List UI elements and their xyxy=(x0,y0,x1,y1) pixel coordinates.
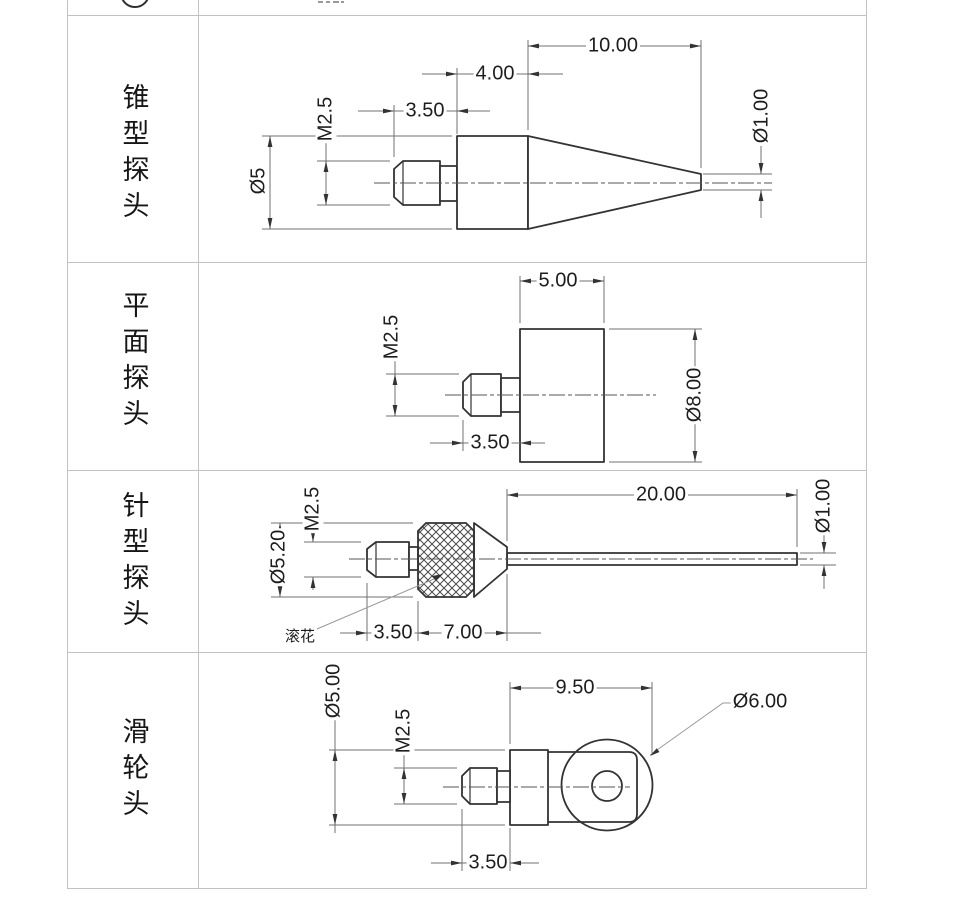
axle-hole xyxy=(591,770,623,802)
dimension-arrows xyxy=(332,685,660,866)
row-label-cone-probe: 锥型探头 xyxy=(118,83,149,227)
dim-flat-body-dia: Ø8.00 xyxy=(683,365,706,425)
cone-probe-drawing xyxy=(262,40,772,230)
dim-needle-collar-dia: Ø5.20 xyxy=(267,527,290,587)
dim-roller-head-length: 9.50 xyxy=(553,676,597,699)
dim-flat-thread-length: 3.50 xyxy=(468,431,512,454)
dim-cone-length: 10.00 xyxy=(585,34,641,57)
row-label-needle-probe: 针型探头 xyxy=(118,491,149,635)
dim-needle-thread-length: 3.50 xyxy=(371,621,415,644)
dim-needle-collar-length: 7.00 xyxy=(441,621,485,644)
dim-cone-tip-dia: Ø1.00 xyxy=(750,86,773,146)
wheel-leader-line xyxy=(649,702,737,756)
roller-head-drawing xyxy=(329,682,737,871)
dim-flat-body-length: 5.00 xyxy=(536,269,580,292)
dim-needle-thread-spec: M2.5 xyxy=(301,484,324,534)
knurled-grip xyxy=(417,522,475,598)
dim-cone-body-dia: Ø5 xyxy=(247,165,270,197)
table-grid xyxy=(67,0,867,889)
knurl-annotation: 滚花 xyxy=(284,628,316,646)
dim-needle-dia: Ø1.00 xyxy=(812,476,835,536)
dim-needle-length: 20.00 xyxy=(633,483,689,506)
dimension-arrows xyxy=(267,43,764,229)
row-label-flat-probe: 平面探头 xyxy=(118,291,149,435)
dimension-arrows xyxy=(392,278,698,462)
dim-roller-body-dia: Ø5.00 xyxy=(322,661,345,721)
dim-cone-body-length: 4.00 xyxy=(473,62,517,85)
knurl-leader-line xyxy=(316,575,442,630)
row-label-roller-head: 滑轮头 xyxy=(118,717,149,825)
needle-probe-drawing xyxy=(271,489,836,641)
dim-cone-thread-length: 3.50 xyxy=(403,99,447,122)
dim-roller-thread-length: 3.50 xyxy=(466,851,510,874)
dim-roller-wheel-dia: Ø6.00 xyxy=(730,690,790,713)
dim-flat-thread-spec: M2.5 xyxy=(380,312,403,362)
dim-cone-thread-spec: M2.5 xyxy=(314,94,337,144)
dim-roller-thread-spec: M2.5 xyxy=(392,706,415,756)
flat-probe-drawing xyxy=(386,276,702,463)
truncated-circle-symbol xyxy=(121,0,149,8)
